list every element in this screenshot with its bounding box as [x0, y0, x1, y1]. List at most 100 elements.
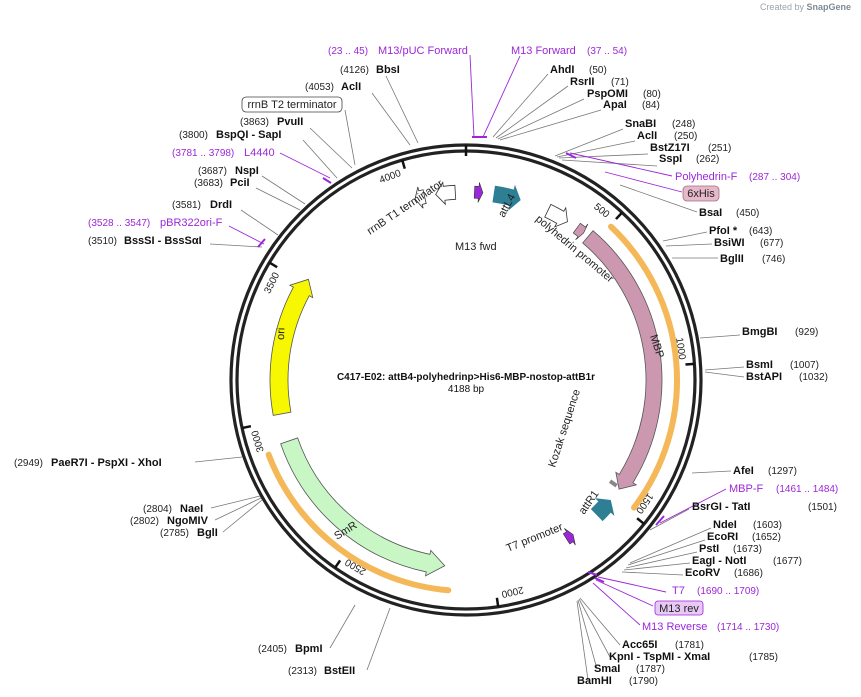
- watermark-created-by: Created by: [759, 2, 804, 12]
- enzyme-label: EcoRV: [685, 567, 721, 579]
- primer-markers: [257, 136, 665, 583]
- enzyme-pos: (3800): [179, 130, 208, 141]
- enzyme-label: BssSI - BssSαI: [124, 235, 202, 247]
- enzyme-pos: (250): [674, 131, 697, 142]
- enzyme-label: SnaBI: [625, 118, 656, 130]
- smr-arrow: [280, 437, 446, 577]
- enzyme-label: SmaI: [594, 663, 620, 675]
- enzyme-label: BstZ17I: [650, 142, 690, 154]
- primer-range: (23 .. 45): [328, 46, 368, 57]
- smr-orf-outline: [265, 451, 452, 594]
- scale-tick: [495, 597, 500, 607]
- enzyme-label: BsmI: [746, 359, 773, 371]
- enzyme-label: BbsI: [376, 64, 400, 76]
- enzyme-label: NspI: [235, 165, 259, 177]
- enzyme-pos: (929): [795, 327, 818, 338]
- m13-fwd-marker: [473, 182, 484, 203]
- enzyme-label: BsrGI - TatI: [692, 501, 750, 513]
- enzyme-pos: (677): [760, 238, 783, 249]
- enzyme-pos: (84): [642, 100, 660, 111]
- primer-range: (1461 .. 1484): [776, 484, 838, 495]
- rrnb-t2-terminator-label: rrnB T2 terminator: [247, 99, 336, 111]
- attl4-arrow: [492, 184, 521, 211]
- enzyme-pos: (2802): [130, 516, 159, 527]
- rrnb-t1-terminator-label: rrnB T1 terminator: [365, 178, 446, 238]
- 6xhis-marker: [572, 222, 589, 240]
- enzyme-pos: (3581): [172, 200, 201, 211]
- enzyme-labels-right: AhdI (50) RsrII (71) PspOMI (80) ApaI (8…: [550, 64, 837, 687]
- enzyme-pos: (1781): [675, 640, 704, 651]
- primer-labels: (23 .. 45) M13/pUC Forward M13 Forward (…: [88, 45, 838, 633]
- enzyme-pos: (1007): [790, 360, 819, 371]
- plasmid-size: 4188 bp: [448, 384, 485, 395]
- enzyme-pos: (248): [672, 119, 695, 130]
- enzyme-pos: (1785): [749, 652, 778, 663]
- scale-tick-label: 3500: [262, 270, 282, 295]
- scale-tick: [401, 159, 406, 170]
- enzyme-label: SspI: [659, 153, 682, 165]
- t7-promoter-marker: [562, 528, 576, 546]
- primer-name: M13 Forward: [511, 45, 576, 57]
- m13-fwd-label: M13 fwd: [455, 241, 497, 253]
- kozak-label: Kozak sequence: [546, 388, 583, 469]
- enzyme-pos: (746): [762, 254, 785, 265]
- enzyme-pos: (4126): [340, 65, 369, 76]
- primer-name: M13 Reverse: [642, 621, 707, 633]
- primer-name: Polyhedrin-F: [675, 171, 738, 183]
- enzyme-label: PvuII: [277, 116, 303, 128]
- primer-name: M13 rev: [659, 603, 699, 615]
- enzyme-label: Acc65I: [622, 639, 657, 651]
- primer-range: (3781 .. 3798): [172, 148, 234, 159]
- enzyme-label: NgoMIV: [167, 515, 209, 527]
- enzyme-pos: (1297): [768, 466, 797, 477]
- primer-range: (1690 .. 1709): [697, 586, 759, 597]
- scale-tick-label: 500: [591, 201, 611, 220]
- enzyme-pos: (3683): [194, 178, 223, 189]
- enzyme-pos: (2405): [258, 644, 287, 655]
- enzyme-pos: (643): [749, 226, 772, 237]
- enzyme-label: BglI: [197, 527, 218, 539]
- primer-range: (37 .. 54): [587, 46, 627, 57]
- enzyme-pos: (2785): [160, 528, 189, 539]
- enzyme-label: PspOMI: [587, 88, 628, 100]
- enzyme-label: BstEII: [324, 665, 355, 677]
- enzyme-label: RsrII: [570, 76, 594, 88]
- enzyme-pos: (2804): [143, 504, 172, 515]
- scale-tick: [241, 424, 252, 430]
- mbp-arrow: [582, 230, 663, 490]
- enzyme-pos: (251): [708, 143, 731, 154]
- mbp-orf-outline: [608, 223, 680, 511]
- rrnb-t2-box: [241, 96, 343, 113]
- enzyme-pos: (50): [589, 65, 607, 76]
- ori-label: ori: [275, 327, 287, 340]
- scale-tick-label: 2000: [500, 584, 525, 600]
- enzyme-label: BsaI: [699, 207, 722, 219]
- enzyme-label: EagI - NotI: [692, 555, 746, 567]
- t7-promoter-label: T7 promoter: [505, 521, 565, 555]
- 6xhis-label: 6xHis: [687, 188, 715, 200]
- label-leaders: [194, 73, 745, 681]
- enzyme-label: AfeI: [733, 465, 754, 477]
- scale-tick: [268, 261, 278, 269]
- plasmid-name: C417-E02: attB4-polyhedrinp>His6-MBP-nos…: [337, 372, 595, 383]
- enzyme-pos: (80): [643, 89, 661, 100]
- enzyme-label: PciI: [230, 177, 250, 189]
- enzyme-pos: (1652): [752, 532, 781, 543]
- primer-range: (1714 .. 1730): [717, 622, 779, 633]
- enzyme-pos: (1603): [753, 520, 782, 531]
- enzyme-label: BpmI: [295, 643, 323, 655]
- primer-range: (3528 .. 3547): [88, 218, 150, 229]
- scale-tick: [333, 559, 342, 569]
- enzyme-pos: (71): [611, 77, 629, 88]
- polyhedrin-promoter-arrow: [544, 203, 568, 228]
- enzyme-label: PfoI *: [709, 225, 738, 237]
- enzyme-label: KpnI - TspMI - XmaI: [609, 651, 710, 663]
- snapgene-logo: SnapGene: [806, 2, 851, 12]
- enzyme-label: DrdI: [210, 199, 232, 211]
- primer-name: MBP-F: [729, 483, 764, 495]
- enzyme-label: AhdI: [550, 64, 574, 76]
- enzyme-labels-left: (4126) BbsI (4053) AclI (3863) PvuII (38…: [14, 64, 400, 677]
- enzyme-label: BsiWI: [714, 237, 745, 249]
- enzyme-pos: (3510): [88, 236, 117, 247]
